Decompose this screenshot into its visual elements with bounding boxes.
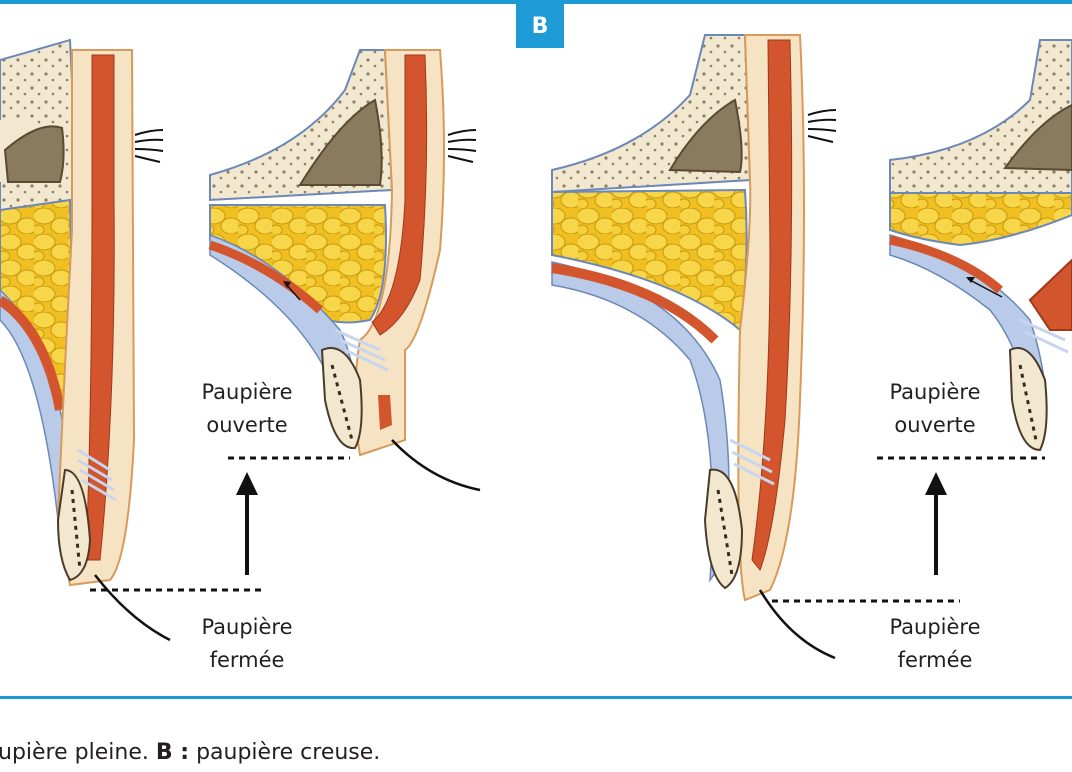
panel-a-open-lid bbox=[208, 49, 481, 492]
label-line-1: Paupière bbox=[889, 615, 981, 639]
panel-b-open-lid-label: Paupière ouverte bbox=[845, 376, 1025, 442]
label-line-2: ouverte bbox=[206, 413, 288, 437]
panel-b-closed-lid bbox=[551, 34, 837, 660]
panel-a-open-lid-label: Paupière ouverte bbox=[157, 376, 337, 442]
label-line-2: fermée bbox=[897, 648, 973, 672]
label-line-1: Paupière bbox=[889, 380, 981, 404]
panel-b-closed-lid-label: Paupière fermée bbox=[845, 611, 1025, 677]
top-frame-rule bbox=[0, 0, 1072, 4]
panel-b-badge: B bbox=[516, 4, 564, 48]
caption-b-marker: B : bbox=[155, 740, 190, 765]
label-line-2: fermée bbox=[209, 648, 285, 672]
bottom-frame-rule bbox=[0, 696, 1072, 699]
panel-a-closed-lid-label: Paupière fermée bbox=[157, 611, 337, 677]
label-line-1: Paupière bbox=[201, 380, 293, 404]
label-line-2: ouverte bbox=[894, 413, 976, 437]
figure-caption: upière pleine. B : paupière creuse. bbox=[0, 740, 380, 765]
label-line-1: Paupière bbox=[201, 615, 293, 639]
caption-part-2: paupière creuse. bbox=[189, 740, 381, 765]
panel-b-open-lid bbox=[889, 39, 1072, 452]
caption-part-1: upière pleine. bbox=[0, 740, 156, 765]
anatomy-illustration bbox=[0, 34, 1072, 660]
panel-a-closed-lid bbox=[0, 38, 171, 642]
